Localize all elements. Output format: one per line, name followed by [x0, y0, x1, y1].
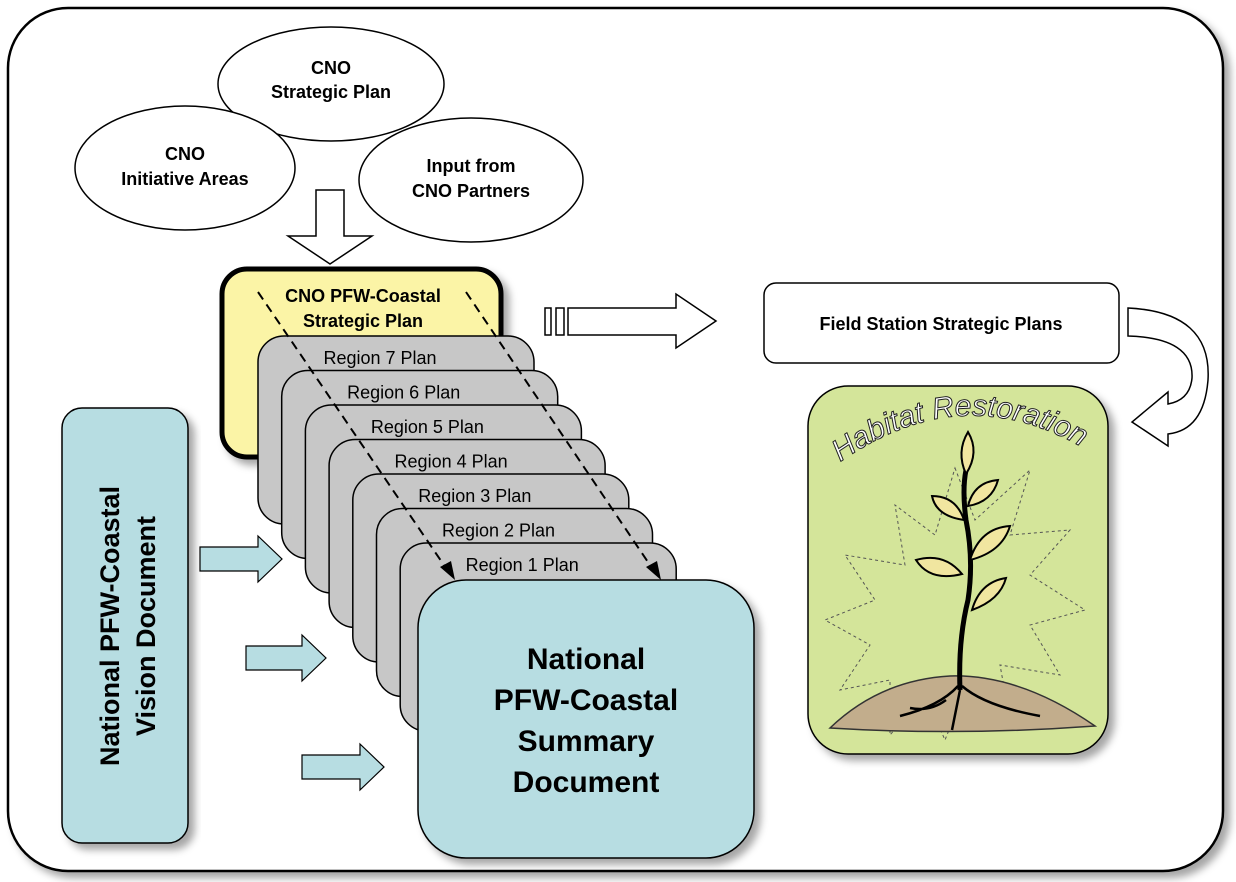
dashed-arrows	[257, 291, 657, 575]
partners-line1: Input from	[427, 156, 516, 176]
region-plan-label: Region 1 Plan	[466, 555, 579, 575]
curved-arrow-icon	[1127, 307, 1209, 448]
region-plan-label: Region 3 Plan	[418, 486, 531, 506]
strategic-plan-line2: Strategic Plan	[271, 82, 391, 102]
strategic-plan-ellipse: CNO Strategic Plan	[217, 26, 445, 142]
leaf-top	[960, 430, 975, 477]
vision-line2: Vision Document	[131, 516, 161, 736]
leaf-left-2	[914, 556, 964, 578]
leaf-left-1	[930, 494, 966, 522]
summary-line3: Summary	[518, 725, 655, 758]
partners-line2: CNO Partners	[412, 181, 530, 201]
leaf-right-1	[966, 478, 1000, 508]
dashed-arrowhead-right-icon	[646, 561, 661, 580]
region-plan-label: Region 4 Plan	[395, 452, 508, 472]
starburst-shape	[823, 466, 1087, 742]
down-arrow-icon	[285, 189, 375, 265]
teal-arrow-2-icon	[245, 633, 327, 683]
strategic-plan-line1: CNO	[311, 58, 351, 78]
field-station-label: Field Station Strategic Plans	[819, 314, 1062, 334]
partners-ellipse: Input from CNO Partners	[358, 117, 584, 243]
coastal-plan-line2: Strategic Plan	[303, 311, 423, 331]
sprout-illustration	[823, 430, 1098, 742]
summary-line4: Document	[513, 766, 660, 799]
dashed-arrowhead-left-icon	[440, 561, 455, 580]
roots	[899, 685, 1041, 731]
leaf-right-3	[970, 576, 1008, 612]
soil-mound	[828, 675, 1098, 733]
teal-arrow-1-icon	[199, 534, 283, 584]
right-arrow-icon	[544, 292, 718, 350]
region-plan-label: Region 7 Plan	[323, 348, 436, 368]
summary-document-box	[417, 579, 755, 859]
initiative-areas-line1: CNO	[165, 144, 205, 164]
coastal-plan-line1: CNO PFW-Coastal	[285, 286, 441, 306]
field-station-box	[763, 282, 1120, 364]
dashed-arrow-right	[465, 291, 657, 575]
leaf-right-2	[968, 524, 1012, 562]
summary-line2: PFW-Coastal	[494, 684, 678, 717]
dashed-arrow-left	[257, 291, 451, 575]
stem	[957, 469, 974, 691]
vision-document-box	[61, 407, 189, 844]
teal-arrow-3-icon	[301, 742, 385, 792]
region-plan-label: Region 5 Plan	[371, 417, 484, 437]
initiative-areas-line2: Initiative Areas	[121, 169, 248, 189]
region-plan-label: Region 6 Plan	[347, 383, 460, 403]
initiative-areas-ellipse: CNO Initiative Areas	[74, 105, 296, 231]
summary-line1: National	[527, 643, 645, 676]
vision-line1: National PFW-Coastal	[95, 486, 125, 766]
region-plan-label: Region 2 Plan	[442, 521, 555, 541]
